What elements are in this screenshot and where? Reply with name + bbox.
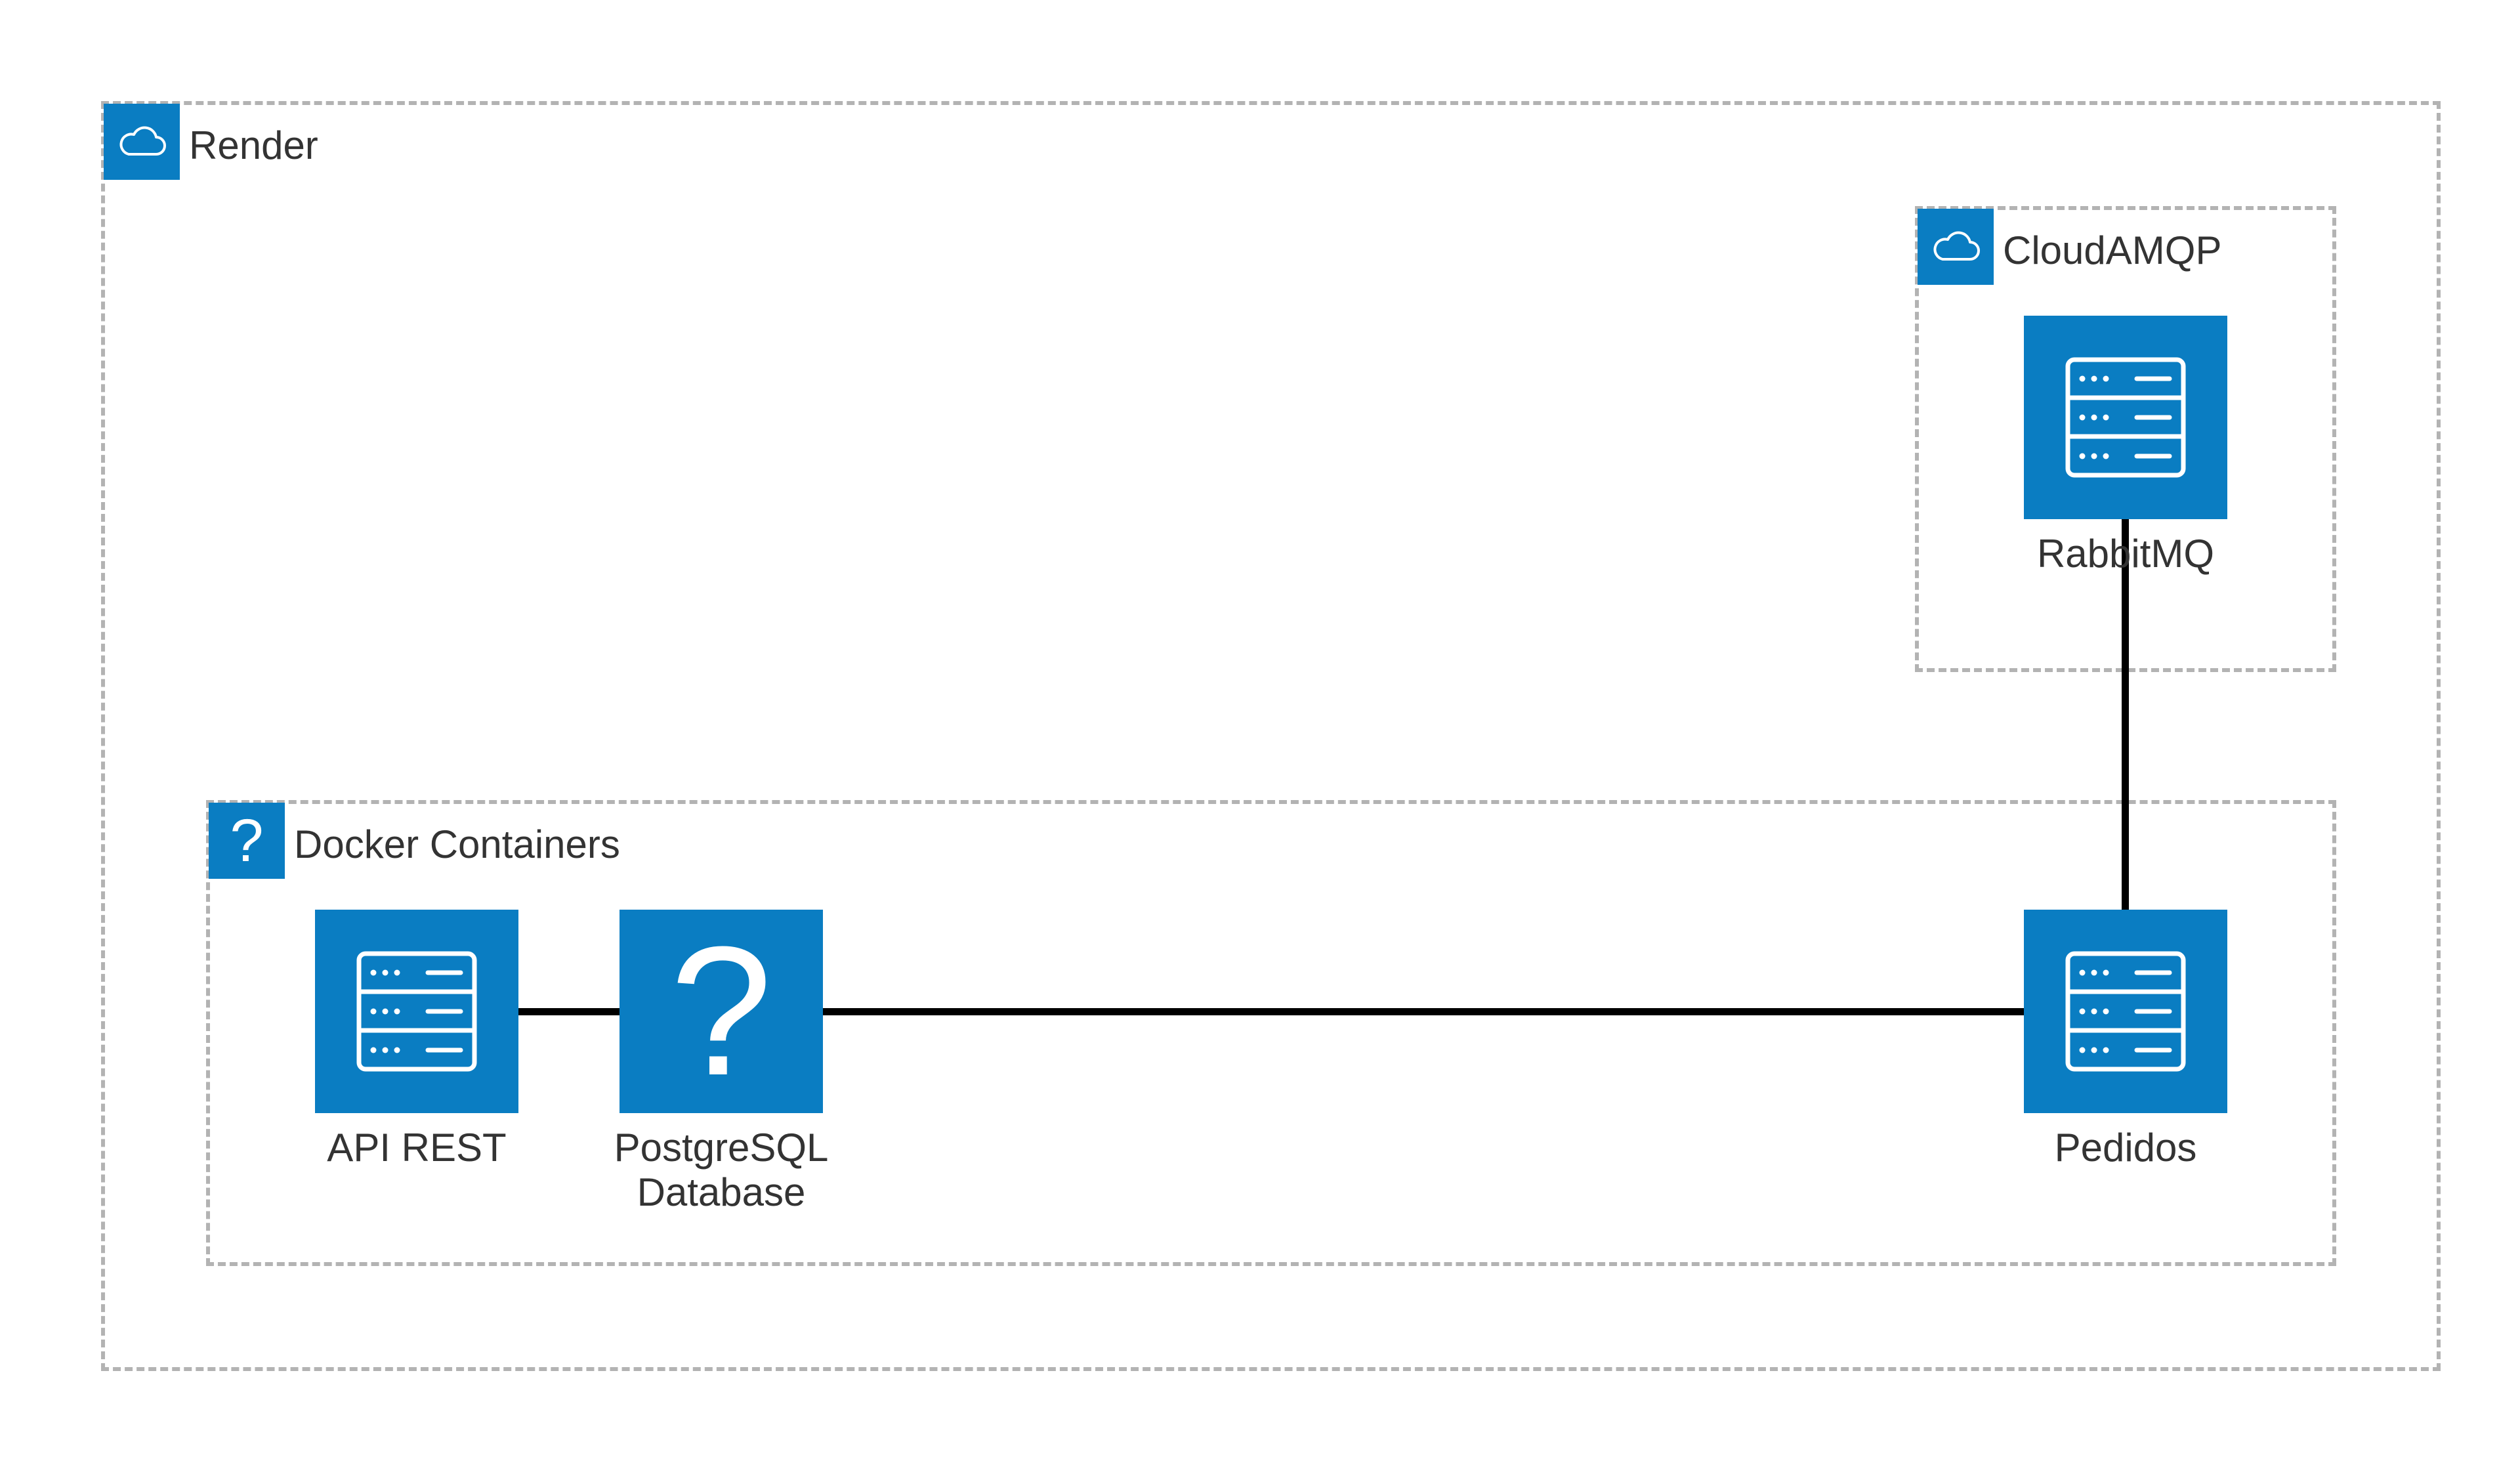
rabbitmq-server-icon [2065,357,2186,478]
rabbitmq-label-text: RabbitMQ [2036,532,2215,576]
connector-postgres-pedidos [823,1008,2025,1015]
rabbitmq-node[interactable] [2024,316,2227,519]
connector-pedidos-rabbitmq [2122,518,2129,910]
postgresql-label: PostgreSQL Database [524,1126,918,1215]
api-rest-label: API REST [220,1126,614,1170]
cloudamqp-cloud-icon [1918,209,1994,285]
postgresql-label-line2: Database [637,1170,806,1214]
docker-containers-group [206,800,2336,1266]
pedidos-label-text: Pedidos [2054,1126,2197,1170]
connector-api-postgres [518,1008,621,1015]
rabbitmq-label: RabbitMQ [1929,532,2322,576]
render-group [101,101,2441,1371]
cloudamqp-group-label: CloudAMQP [2003,228,2222,272]
api-rest-label-text: API REST [327,1126,507,1170]
postgresql-question-icon: ? [670,909,772,1114]
pedidos-label: Pedidos [1929,1126,2322,1170]
pedidos-node[interactable] [2024,910,2227,1113]
render-cloud-icon [104,104,180,180]
api-rest-node[interactable] [315,910,518,1113]
api-rest-server-icon [356,951,477,1072]
pedidos-server-icon [2065,951,2186,1072]
render-group-label: Render [189,123,318,167]
postgresql-node[interactable]: ? [620,910,823,1113]
postgresql-label-line1: PostgreSQL [614,1126,829,1170]
docker-group-label: Docker Containers [294,822,620,866]
docker-question-icon: ? [209,803,285,879]
